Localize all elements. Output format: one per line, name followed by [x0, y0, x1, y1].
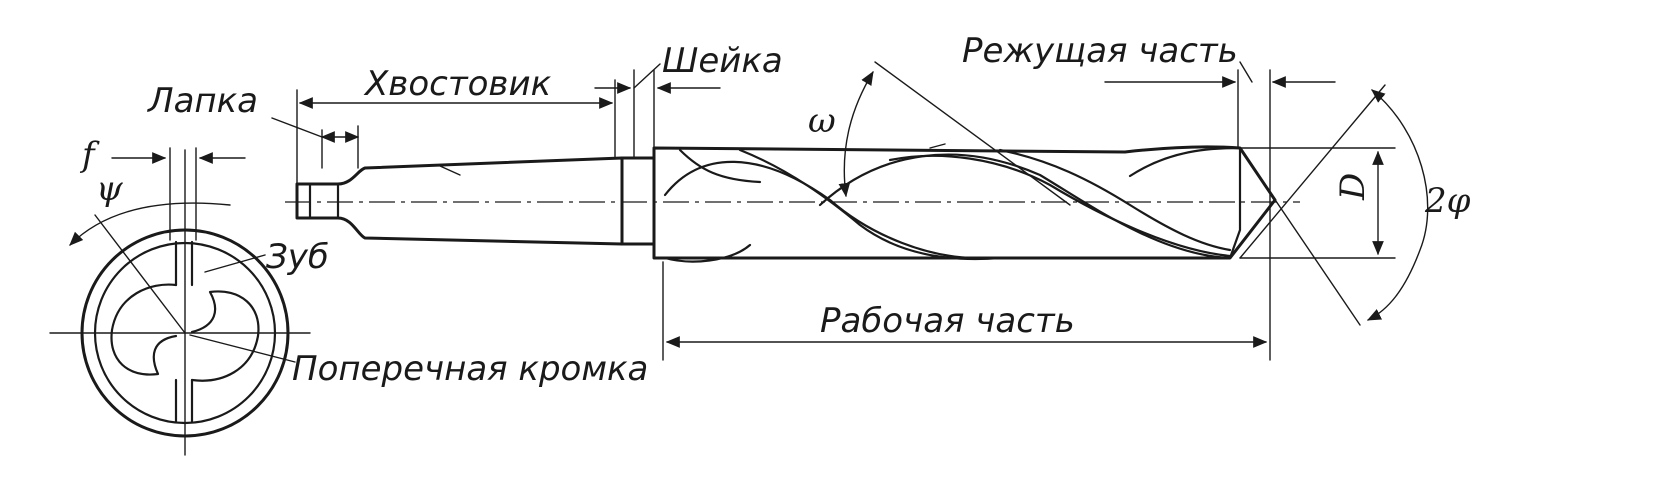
flute-left [110, 283, 178, 376]
label-rezhushchaya: Режущая часть [962, 31, 1238, 71]
symbol-two-phi: 2φ [1424, 181, 1471, 221]
symbol-omega: ω [808, 101, 836, 141]
label-poperechnaya: Поперечная кромка [292, 349, 648, 389]
label-khvostovik: Хвостовик [363, 64, 552, 104]
symbol-psi: ψ [96, 169, 123, 209]
symbol-diameter: D [1333, 173, 1373, 201]
working-part [652, 61, 1429, 361]
omega-arc [838, 71, 874, 198]
poperechnaya-leader [189, 334, 296, 363]
tang-shank-outline [295, 156, 624, 246]
label-lapka: Лапка [146, 81, 258, 121]
label-zub: Зуб [266, 237, 329, 277]
point-angle-arc [1366, 89, 1429, 321]
flute-right [190, 290, 260, 382]
neck [620, 156, 656, 246]
label-rabochaya: Рабочая часть [820, 301, 1075, 341]
psi-arc [69, 202, 231, 246]
label-sheika: Шейка [662, 41, 783, 81]
cross-section [49, 147, 311, 456]
zub-leader [204, 254, 266, 273]
